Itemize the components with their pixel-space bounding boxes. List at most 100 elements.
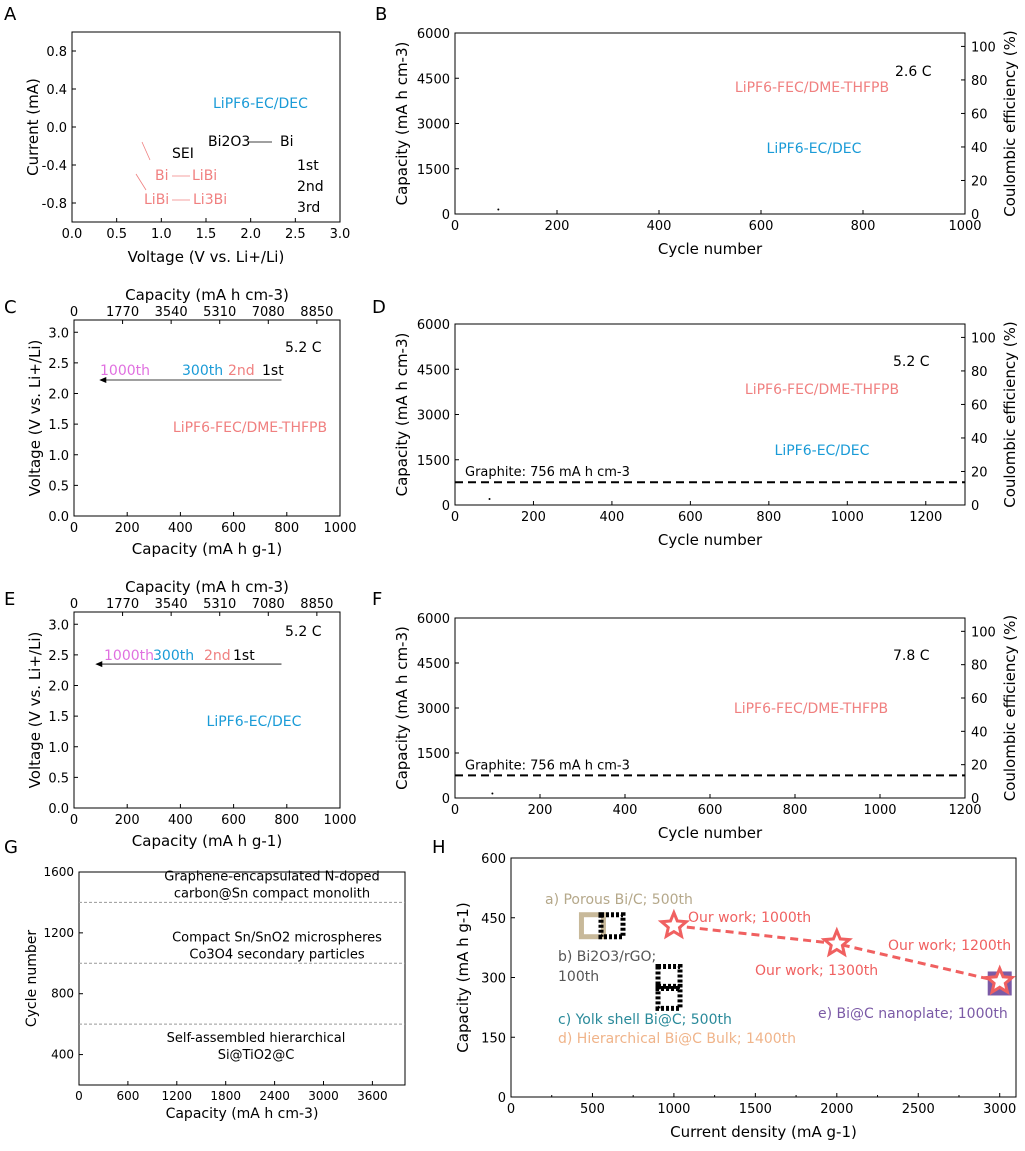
x-tick-label: 3000 [308,1089,339,1103]
x-tick-label: 1200 [162,1089,193,1103]
our-work-label: Our work; 1200th [888,938,1011,954]
y-tick-label: 0.0 [48,510,69,525]
x-axis-label: Cycle number [658,240,763,258]
literature-label: Compact Sn/SnO2 microspheres [172,930,382,945]
x-tick-label: 2.5 [285,227,306,242]
series-label: LiPF6-EC/DEC [775,443,870,459]
legend-entry: 2nd [228,363,255,379]
electrolyte-label: LiPF6-EC/DEC [207,714,302,730]
y2-tick-label: 0 [971,208,979,223]
reaction-label: LiBi [192,168,217,184]
y-tick-label: 3.0 [48,326,69,341]
rate-label: 2.6 C [895,64,932,80]
x-tick-label: 1000 [948,219,981,234]
reaction-label: LiBi [144,192,169,208]
x-axis-label: Current density (mA g-1) [670,1123,857,1141]
x-axis-label: Voltage (V vs. Li+/Li) [128,248,285,266]
legend-entry: 1st [233,648,255,664]
literature-label-e: e) Bi@C nanoplate; 1000th [818,1006,1008,1022]
rate-label: 5.2 C [285,624,322,640]
y-tick-label: 0.8 [46,45,67,60]
y-tick-label: 3.0 [48,618,69,633]
x-tick-label: 600 [678,510,703,525]
y-tick-label: 1200 [43,926,74,940]
y-tick-label: 2.5 [48,357,69,372]
literature-label-b: b) Bi2O3/rGO; [558,949,656,965]
y-tick-label: 150 [481,1031,506,1046]
series-label: LiPF6-FEC/DME-THFPB [735,80,889,96]
bi2o3-label: Bi2O3 [208,134,250,150]
x-tick-label: 0 [451,803,459,818]
literature-label-c: c) Yolk shell Bi@C; 500th [558,1012,732,1028]
y-tick-label: 1.5 [48,418,69,433]
y-tick-label: 3000 [417,702,450,717]
x-tick-label: 0 [70,813,78,828]
literature-label: Co3O4 secondary particles [189,947,364,962]
x-tick-label: 600 [698,803,723,818]
y-tick-label: 1500 [417,454,450,469]
x2-tick-label: 1770 [106,305,139,320]
x-tick-label: 3600 [357,1089,388,1103]
x-tick-label: 2000 [820,1102,853,1117]
x-tick-label: 600 [221,521,246,536]
x2-tick-label: 5310 [203,305,236,320]
literature-marker-d [655,983,683,1011]
y-tick-label: 0 [498,1091,506,1106]
x-tick-label: 2400 [259,1089,290,1103]
y-tick-label: 2.0 [48,388,69,403]
y2-tick-label: 40 [971,432,988,447]
plot-frame [73,611,341,809]
x-tick-label: 600 [116,1089,139,1103]
y2-tick-label: 0 [971,499,979,514]
data-point [491,792,494,795]
x-tick-label: 1000 [831,510,864,525]
reaction-arrow [141,141,151,161]
x2-tick-label: 8850 [300,305,333,320]
data-point [488,497,491,500]
sei-label: SEI [172,146,194,162]
x2-tick-label: 3540 [155,597,188,612]
x-tick-label: 0 [75,1089,83,1103]
reaction-label: Bi [155,168,169,184]
y-tick-label: 4500 [417,657,450,672]
y2-tick-label: 100 [971,625,996,640]
y-tick-label: 0.4 [46,83,67,98]
y-tick-label: 600 [481,852,506,867]
x-tick-label: 800 [274,521,299,536]
x-tick-label: 1.0 [151,227,172,242]
x-tick-label: 1800 [210,1089,241,1103]
panel-letter: D [372,297,386,318]
literature-label: Si@TiO2@C [218,1048,295,1063]
x2-tick-label: 7080 [252,305,285,320]
y-tick-label: 4500 [417,363,450,378]
y-tick-label: 1.0 [48,741,69,756]
x-tick-label: 800 [783,803,808,818]
y2-tick-label: 100 [971,331,996,346]
y-tick-label: 0.5 [48,479,69,494]
legend-entry: 300th [182,363,223,379]
legend-entry: 1000th [104,648,154,664]
y-tick-label: 1600 [43,865,74,879]
y-tick-label: 1.5 [48,710,69,725]
y2-tick-label: 80 [971,659,988,674]
y-tick-label: 2.0 [48,680,69,695]
x-tick-label: 1500 [739,1102,772,1117]
legend-entry: 1st [262,363,284,379]
bi-label: Bi [280,134,294,150]
y-axis-label: Capacity (mA h g-1) [454,902,472,1052]
x-tick-label: 200 [545,219,570,234]
y-tick-label: 3000 [417,118,450,133]
y2-tick-label: 20 [971,759,988,774]
y-tick-label: -0.4 [42,159,67,174]
x-tick-label: 400 [647,219,672,234]
our-work-star [820,926,853,958]
rate-label: 5.2 C [893,354,930,370]
x-tick-label: 400 [613,803,638,818]
x-axis-label: Capacity (mA h g-1) [132,832,282,850]
y2-tick-label: 40 [971,141,988,156]
x-tick-label: 200 [528,803,553,818]
x2-axis-label: Capacity (mA h cm-3) [125,578,289,596]
